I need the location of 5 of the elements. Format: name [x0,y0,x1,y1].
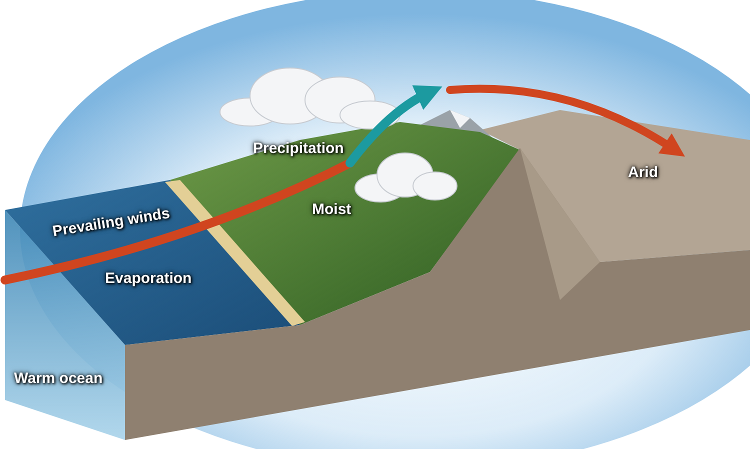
region-label: Moist [312,201,352,218]
wind-label: Prevailing winds [51,204,171,240]
region-label: Arid [628,164,658,181]
process-label: Evaporation [105,270,192,287]
region-label: Warm ocean [14,370,103,387]
